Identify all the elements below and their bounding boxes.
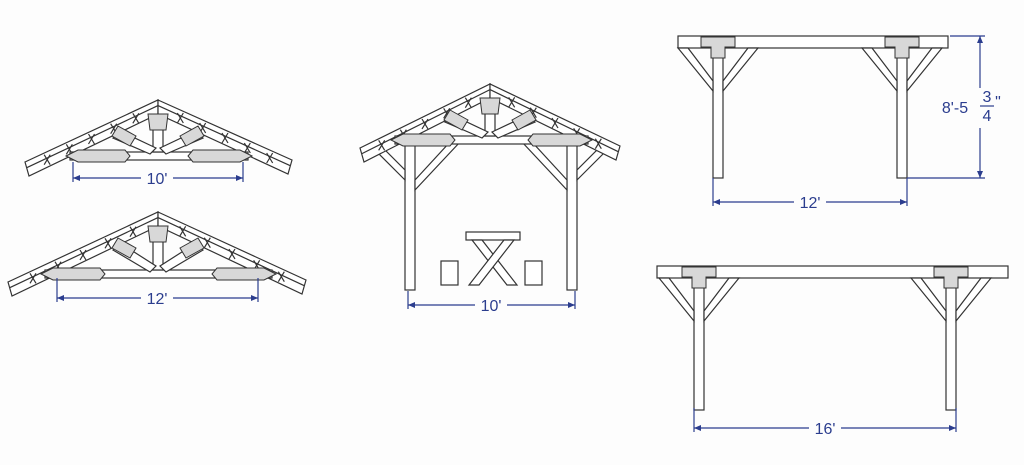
strut-plate [511, 109, 537, 131]
side12-height-dimension [907, 35, 994, 179]
arrow-left [694, 425, 701, 431]
right-bench [524, 260, 543, 286]
rafter-block [179, 226, 187, 237]
rafter-block [443, 108, 451, 119]
post-cap-plate [884, 36, 920, 59]
arrow-right [949, 425, 956, 431]
arrow-right [236, 175, 243, 181]
truss-10-dimension [72, 162, 244, 182]
side12-height-whole: 8'-5 [942, 100, 968, 117]
post-cap-plate [681, 266, 717, 289]
truss-12-dim-label: 12' [147, 291, 168, 308]
arrow-left [408, 302, 415, 308]
arrow-down [977, 171, 983, 178]
rafter-block [464, 97, 472, 108]
arrow-right [900, 199, 907, 205]
knee-brace [676, 47, 714, 93]
rafter-block [43, 154, 51, 165]
front-truss [359, 83, 621, 163]
front-elevation-view [373, 139, 609, 291]
rafter-block [243, 142, 251, 154]
table-top [465, 231, 521, 241]
heel-plate-right [187, 149, 254, 163]
strut-plate [179, 125, 205, 147]
side16-dim-label: 16' [815, 421, 836, 438]
rafter-block [132, 113, 140, 124]
truss-10-dim-label: 10' [147, 171, 168, 188]
heel-plate-left [64, 149, 131, 163]
front-dim-label: 10' [481, 298, 502, 315]
side16-dimension [693, 408, 957, 432]
heel-plate-right [527, 133, 594, 147]
rafter-block [79, 249, 87, 261]
front-dimension [407, 291, 576, 309]
rafter-block [203, 237, 211, 248]
strut-plate [443, 109, 469, 131]
truss-10-view [24, 99, 293, 177]
post-cap-plate [700, 36, 736, 59]
rafter-block [508, 97, 516, 108]
arrow-left [57, 295, 64, 301]
rafter-block [176, 112, 184, 124]
knee-brace [906, 47, 944, 93]
side-elevation-16-view [656, 265, 1009, 411]
rafter-block [594, 138, 602, 149]
rafter-block [551, 117, 559, 129]
apex-plate [147, 225, 169, 243]
knee-brace [860, 47, 898, 93]
heel-plate-left [39, 267, 106, 281]
rafter-block [228, 248, 236, 260]
knee-brace [657, 277, 695, 323]
side12-height-denominator: 4 [983, 108, 992, 125]
arrow-right [251, 295, 258, 301]
apex-plate [147, 113, 169, 131]
ridge-beam [677, 35, 949, 49]
table-leg [467, 239, 516, 286]
rafter-block [110, 123, 118, 134]
knee-brace [703, 277, 741, 323]
side12-height-unit: " [995, 94, 1001, 111]
rafter-block [421, 118, 429, 130]
rafter-block [29, 273, 37, 284]
strut-plate [111, 237, 137, 259]
rafter-block [266, 152, 274, 164]
rafter-block [65, 144, 73, 155]
strut-plate [111, 125, 137, 147]
rafter-block [87, 133, 96, 145]
side-elevation-12-view [676, 35, 949, 179]
rafter-block [221, 132, 229, 144]
apex-plate [479, 97, 501, 115]
side12-dim-label: 12' [800, 195, 821, 212]
knee-brace [955, 277, 993, 323]
side12-height-numerator: 3 [983, 89, 992, 106]
strut-plate [179, 237, 205, 259]
rafter-block [129, 226, 137, 237]
truss-12-view [7, 211, 307, 297]
ridge-beam [656, 265, 1009, 279]
knee-brace [909, 277, 947, 323]
rafter-block [378, 140, 386, 151]
arrow-left [73, 175, 80, 181]
arrow-right [568, 302, 575, 308]
side12-dimension [712, 178, 908, 206]
arrow-up [977, 36, 983, 43]
rafter-block [104, 238, 112, 249]
arrow-left [713, 199, 720, 205]
left-bench [440, 260, 459, 286]
post-cap-plate [933, 266, 969, 289]
rafter-block [277, 271, 285, 282]
knee-brace [722, 47, 760, 93]
heel-plate-right [211, 267, 278, 281]
heel-plate-left [389, 133, 456, 147]
truss-12-dimension [56, 278, 259, 302]
